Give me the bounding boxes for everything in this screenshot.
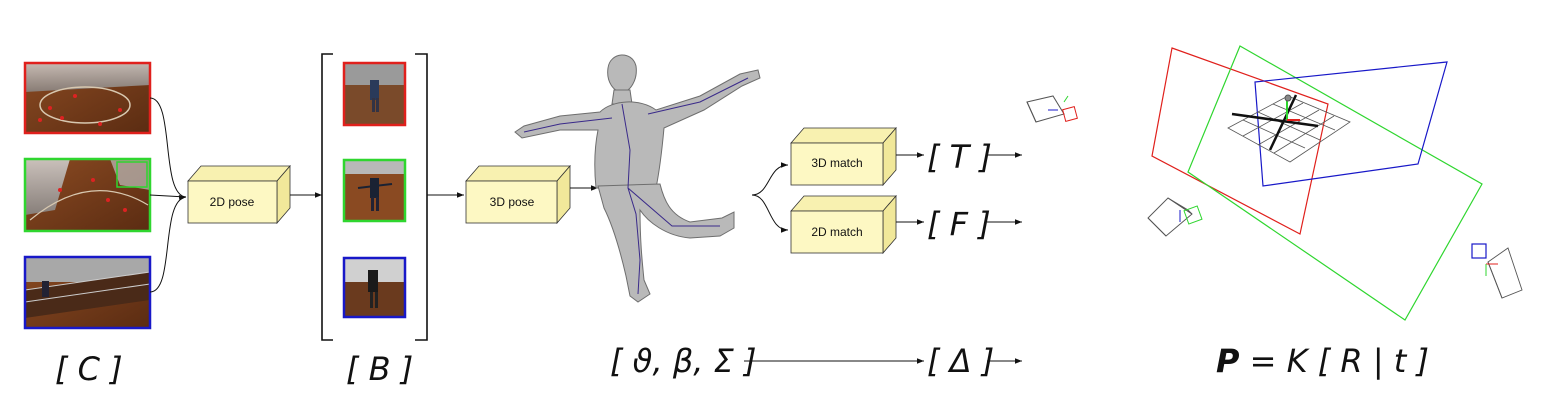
camera-frustum-red	[1147, 197, 1203, 237]
bbox-crop-red	[342, 61, 407, 127]
body-mesh-joints	[523, 77, 749, 295]
bbox-crop-green	[342, 158, 407, 223]
box-2d-match-label: 2D match	[811, 225, 862, 239]
bbox-crop-blue	[342, 256, 407, 319]
camera-connectors	[149, 97, 187, 293]
camera-image-green	[23, 157, 152, 233]
output-T: [ T ]	[927, 138, 992, 176]
ground-grid	[1227, 95, 1351, 163]
box-3d-match-label: 3D match	[811, 156, 862, 170]
bbox-bracket	[321, 53, 428, 341]
camera-image-red	[23, 61, 152, 135]
box-3d-pose-label: 3D pose	[490, 195, 535, 209]
boxes-label: [ B ]	[346, 350, 413, 388]
projection-equation: P = K [ R | t ]	[1216, 342, 1429, 380]
body-mesh-figure	[514, 54, 761, 303]
image-plane-blue	[1254, 61, 1448, 187]
output-F: [ F ]	[927, 205, 991, 243]
camera-image-blue	[23, 255, 152, 330]
projection-P: P	[1216, 342, 1240, 380]
box-2d-match: 2D match	[790, 194, 897, 255]
camera-frustum-blue	[1471, 243, 1523, 299]
image-plane-red	[1151, 47, 1329, 235]
image-plane-green	[1187, 45, 1483, 321]
cameras-label: [ C ]	[55, 350, 123, 388]
projection-rest: = K [ R | t ]	[1239, 342, 1429, 380]
box-3d-pose: 3D pose	[465, 164, 571, 225]
params-label: [ ϑ, β, Σ ]	[610, 342, 756, 380]
output-delta: [ Δ ]	[927, 342, 994, 380]
camera-icon-small	[1026, 95, 1078, 123]
match-branch	[751, 162, 789, 233]
box-3d-match: 3D match	[790, 126, 897, 187]
box-2d-pose: 2D pose	[187, 164, 291, 225]
box-2d-pose-label: 2D pose	[210, 195, 255, 209]
camera-geometry-illustration	[1147, 45, 1523, 321]
